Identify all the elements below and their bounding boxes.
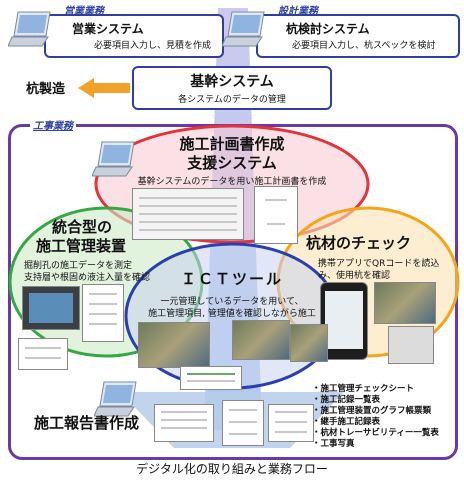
pile-study-system-box[interactable]: 杭検討システム 必要項目入力し、杭スペックを検討: [256, 14, 460, 58]
construction-tag: 工事業務: [30, 117, 76, 132]
ict-site-photo-1: [138, 322, 210, 368]
ict-tool-title: ＩＣＴツール: [180, 270, 283, 288]
report-thumbnail-1: [154, 404, 214, 442]
qr-code-photo: [388, 326, 434, 364]
sales-system-title: 営業システム: [72, 22, 144, 36]
integrated-desc-1: 掘削孔の施工データを測定: [24, 261, 133, 271]
left-arrow: [78, 78, 130, 98]
report-item: ・工事写真: [312, 439, 355, 449]
laptop-icon: [222, 11, 265, 47]
plan-document-thumbnail: [132, 188, 244, 240]
core-system-box[interactable]: 基幹システム 各システムのデータの管理: [132, 66, 332, 110]
ict-screen-thumbnail: [180, 366, 242, 390]
sales-tag: 営業業務: [64, 6, 104, 17]
pile-check-title: 杭材のチェック: [306, 234, 412, 252]
figure-caption: デジタル化の取り組みと業務フロー: [136, 462, 328, 476]
integrated-title-1: 統合型の: [52, 218, 113, 236]
report-title: 施工報告書作成: [34, 414, 140, 432]
integrated-device-photo: [22, 286, 80, 330]
sales-system-box[interactable]: 営業システム 必要項目入力し、見積を作成: [44, 14, 224, 58]
mobile-app-screenshot: [320, 282, 368, 360]
report-thumbnail-3: [268, 404, 314, 442]
design-tag: 設計業務: [278, 6, 318, 17]
plan-support-title-1: 施工計画書作成: [179, 135, 285, 153]
pile-photo: [374, 282, 436, 324]
laptop-icon: [94, 381, 137, 417]
integrated-desc-2: 支持層や根固め液注入量を確認: [24, 273, 151, 283]
plan-support-desc: 基幹システムのデータを用い施工計画書を作成: [137, 177, 327, 187]
laptop-icon: [92, 141, 135, 177]
ict-tool-desc-1: 一元管理しているデータを用いて、: [160, 297, 304, 307]
core-system-desc: 各システムのデータの管理: [178, 95, 286, 105]
laptop-icon: [8, 11, 51, 47]
core-system-title: 基幹システム: [190, 74, 274, 90]
pile-manufacturing-label: 杭製造: [26, 82, 66, 97]
pile-study-system-title: 杭検討システム: [286, 22, 370, 36]
pile-study-system-desc: 必要項目入力し、杭スペックを検討: [292, 41, 436, 51]
integrated-title-2: 施工管理装置: [36, 237, 127, 255]
report-item: ・施工管理装置のグラフ帳票類: [312, 406, 432, 416]
report-item: ・施工記録一覧表: [312, 395, 381, 405]
ict-tool-desc-2: 施工管理項目, 管理値を確認しながら施工: [148, 309, 316, 319]
sales-system-desc: 必要項目入力し、見積を作成: [94, 41, 212, 51]
pile-check-desc-2: み、使用杭を確認: [318, 271, 391, 281]
integrated-chart-thumbnail: [82, 284, 124, 342]
ict-site-photo-3: [290, 324, 328, 362]
report-item: ・施工管理チェックシート: [312, 384, 415, 394]
report-items-list: ・施工管理チェックシート ・施工記録一覧表 ・施工管理装置のグラフ帳票類 ・継手…: [312, 384, 439, 450]
report-item: ・杭材トレーサビリティー一覧表: [312, 428, 439, 438]
integrated-record-thumbnail: [18, 338, 68, 370]
report-thumbnail-2: [222, 400, 264, 446]
ict-site-photo-2: [232, 320, 290, 360]
pile-check-desc-1: 携帯アプリでQRコードを読込: [318, 259, 440, 269]
plan-cover-thumbnail: [254, 186, 298, 244]
plan-support-title-2: 支援システム: [187, 154, 277, 172]
report-item: ・継手施工記録表: [312, 417, 381, 427]
